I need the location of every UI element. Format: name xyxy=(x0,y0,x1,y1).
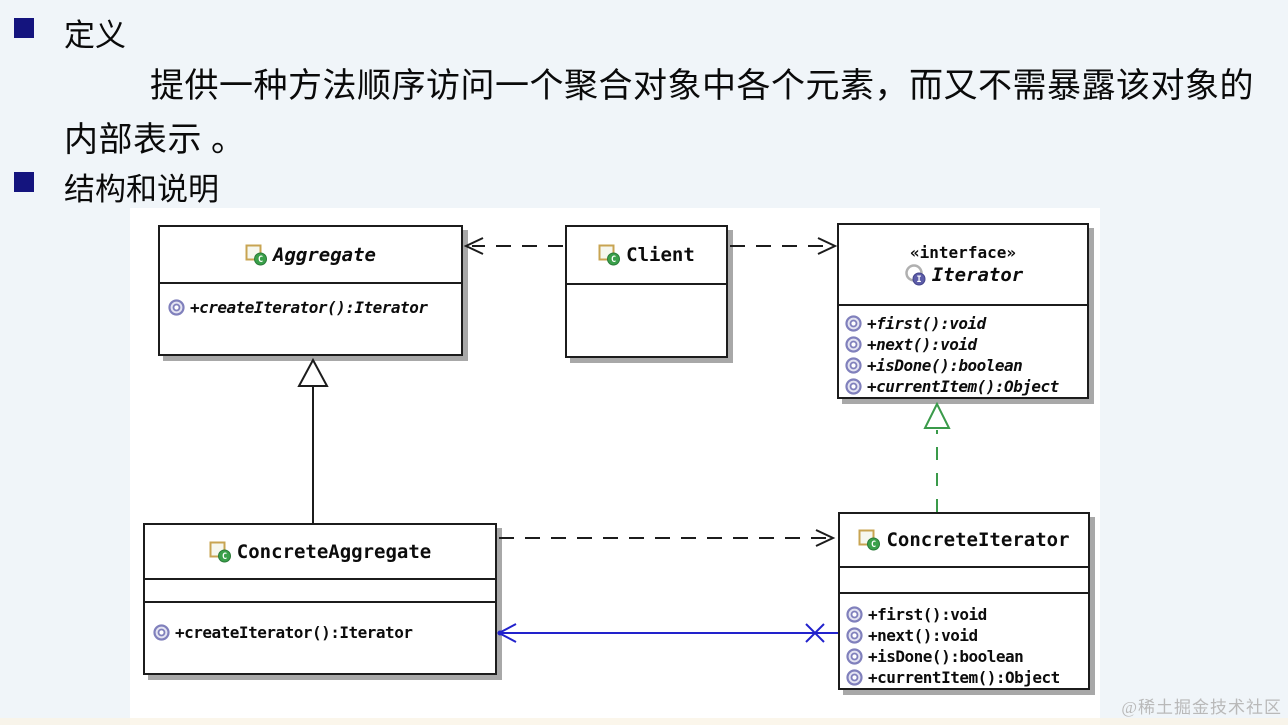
class-header: C ConcreteAggregate xyxy=(145,525,495,578)
bullet-square-icon xyxy=(14,18,34,38)
svg-text:I: I xyxy=(916,275,921,285)
bullet-square-icon xyxy=(14,172,34,192)
method-row: +first():void xyxy=(839,313,1087,334)
methods-compartment: +createIterator():Iterator xyxy=(160,282,461,354)
class-box-concrete-aggregate: C ConcreteAggregate +createIterator():It… xyxy=(143,523,497,675)
method-label: +createIterator():Iterator xyxy=(175,623,413,642)
class-icon: C xyxy=(858,529,882,551)
class-name-concrete-iterator: ConcreteIterator xyxy=(886,529,1070,551)
methods-compartment: +createIterator():Iterator xyxy=(145,601,495,673)
attributes-compartment xyxy=(145,578,495,601)
interface-box-iterator: «interface» I Iterator +first():void +ne… xyxy=(837,223,1089,399)
section-heading-structure: 结构和说明 xyxy=(64,172,219,207)
class-icon: C xyxy=(245,244,269,266)
method-label: +next():void xyxy=(867,335,977,354)
method-icon xyxy=(846,627,863,644)
method-label: +first():void xyxy=(868,605,987,624)
method-label: +currentItem():Object xyxy=(868,668,1060,687)
class-box-concrete-iterator: C ConcreteIterator +first():void +next()… xyxy=(838,512,1090,690)
watermark: @稀土掘金技术社区 xyxy=(1121,698,1282,717)
method-row: +next():void xyxy=(840,625,1088,646)
class-header: C Client xyxy=(567,227,726,283)
method-row: +isDone():boolean xyxy=(839,355,1087,376)
method-icon xyxy=(846,648,863,665)
method-icon xyxy=(846,669,863,686)
svg-text:C: C xyxy=(222,552,227,562)
method-row: +next():void xyxy=(839,334,1087,355)
section-heading-definition: 定义 xyxy=(64,18,126,53)
bottom-strip xyxy=(0,718,1288,725)
method-label: +createIterator():Iterator xyxy=(190,298,428,317)
method-icon xyxy=(153,624,170,641)
class-box-aggregate: C Aggregate +createIterator():Iterator xyxy=(158,225,463,356)
definition-text-line2: 内部表示 。 xyxy=(64,122,246,159)
method-label: +next():void xyxy=(868,626,978,645)
class-icon: C xyxy=(209,541,233,563)
definition-text-line1: 提供一种方法顺序访问一个聚合对象中各个元素，而又不需暴露该对象的 xyxy=(150,68,1254,105)
method-label: +isDone():boolean xyxy=(868,647,1024,666)
methods-compartment xyxy=(567,283,726,356)
attributes-compartment xyxy=(840,566,1088,592)
stereotype-label: «interface» xyxy=(910,243,1016,262)
svg-text:C: C xyxy=(258,255,263,265)
method-icon xyxy=(845,378,862,395)
svg-text:C: C xyxy=(611,255,616,265)
methods-compartment: +first():void +next():void +isDone():boo… xyxy=(840,592,1088,688)
class-name-client: Client xyxy=(626,244,695,266)
method-icon xyxy=(845,336,862,353)
class-box-client: C Client xyxy=(565,225,728,358)
class-name-concrete-aggregate: ConcreteAggregate xyxy=(236,540,432,563)
class-icon: C xyxy=(598,244,622,266)
method-row: +currentItem():Object xyxy=(840,667,1088,688)
method-label: +first():void xyxy=(867,314,986,333)
method-icon xyxy=(168,299,185,316)
method-icon xyxy=(845,315,862,332)
method-row: +createIterator():Iterator xyxy=(160,284,461,317)
method-label: +currentItem():Object xyxy=(867,377,1059,396)
method-icon xyxy=(846,606,863,623)
interface-header: «interface» I Iterator xyxy=(839,225,1087,304)
method-label: +isDone():boolean xyxy=(867,356,1023,375)
methods-compartment: +first():void +next():void +isDone():boo… xyxy=(839,304,1087,397)
interface-icon: I xyxy=(903,264,928,286)
method-row: +createIterator():Iterator xyxy=(145,603,495,642)
method-row: +isDone():boolean xyxy=(840,646,1088,667)
method-row: +currentItem():Object xyxy=(839,376,1087,397)
interface-name-iterator: Iterator xyxy=(931,264,1024,286)
svg-text:C: C xyxy=(871,540,876,550)
class-header: C ConcreteIterator xyxy=(840,514,1088,566)
class-name-aggregate: Aggregate xyxy=(273,243,376,266)
method-row: +first():void xyxy=(840,604,1088,625)
method-icon xyxy=(845,357,862,374)
class-header: C Aggregate xyxy=(160,227,461,282)
